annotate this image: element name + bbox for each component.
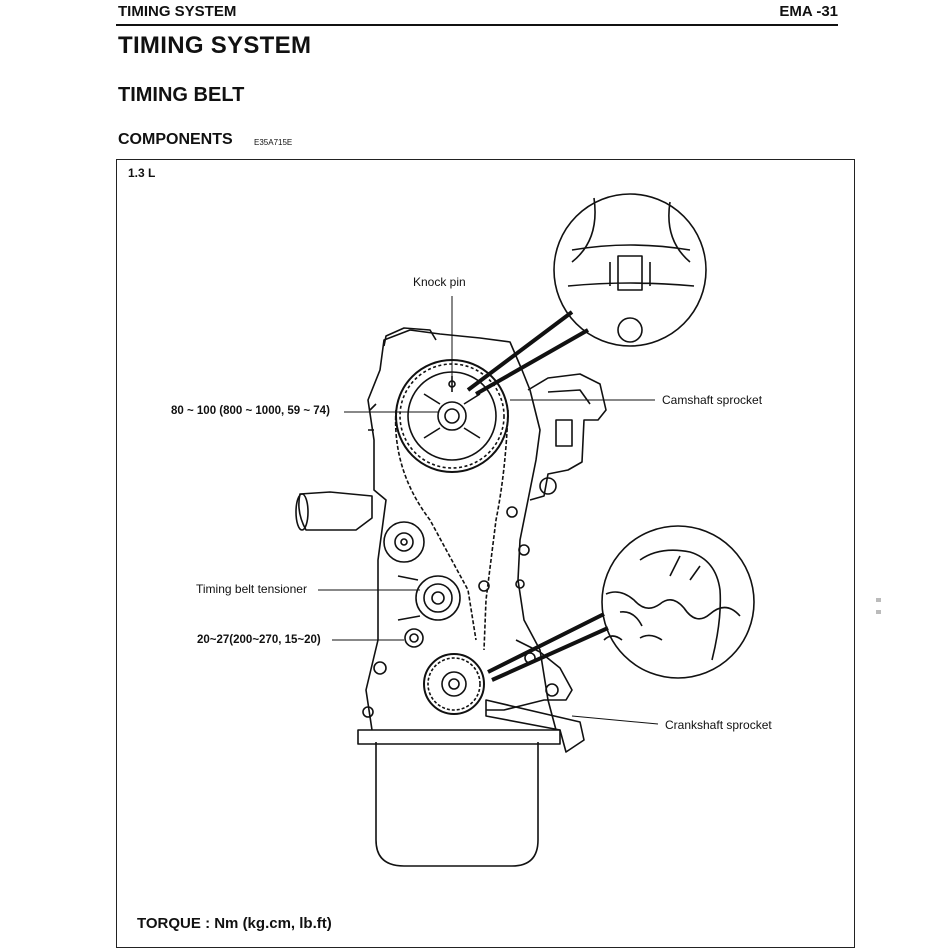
knock-pin-detail-circle xyxy=(553,193,707,347)
torque-unit-note: TORQUE : Nm (kg.cm, lb.ft) xyxy=(137,915,332,932)
crankshaft-detail-circle xyxy=(601,525,755,679)
header-section-title: TIMING SYSTEM xyxy=(118,3,237,20)
crankshaft-sprocket xyxy=(423,653,485,715)
header-rule xyxy=(116,24,838,26)
figure-frame xyxy=(116,159,855,948)
tensioner-torque-label: 20~27(200~270, 15~20) xyxy=(197,634,321,646)
water-inlet-pipe xyxy=(298,491,373,531)
header-page-number: EMA -31 xyxy=(779,3,838,20)
crankshaft-sprocket-label: Crankshaft sprocket xyxy=(665,718,772,732)
knock-pin-label: Knock pin xyxy=(413,275,466,289)
tensioner-bolt xyxy=(404,628,424,648)
timing-belt-tensioner-label: Timing belt tensioner xyxy=(196,582,307,596)
section-subtitle: TIMING BELT xyxy=(118,84,245,106)
components-heading: COMPONENTS xyxy=(118,131,233,148)
tensioner-pulley xyxy=(415,575,461,621)
engine-variant-label: 1.3 L xyxy=(128,166,156,180)
camshaft-sprocket-label: Camshaft sprocket xyxy=(662,393,763,407)
scan-artifact-marks xyxy=(876,598,881,614)
camshaft-torque-label: 80 ~ 100 (800 ~ 1000, 59 ~ 74) xyxy=(171,405,330,417)
knock-pin xyxy=(448,380,456,388)
oil-pan xyxy=(375,742,539,867)
oil-dipstick-tube xyxy=(485,699,585,753)
page-title: TIMING SYSTEM xyxy=(118,32,312,59)
timing-belt xyxy=(394,409,509,651)
water-pump xyxy=(383,521,425,563)
components-code: E35A715E xyxy=(254,138,293,147)
engine-block xyxy=(365,329,557,731)
